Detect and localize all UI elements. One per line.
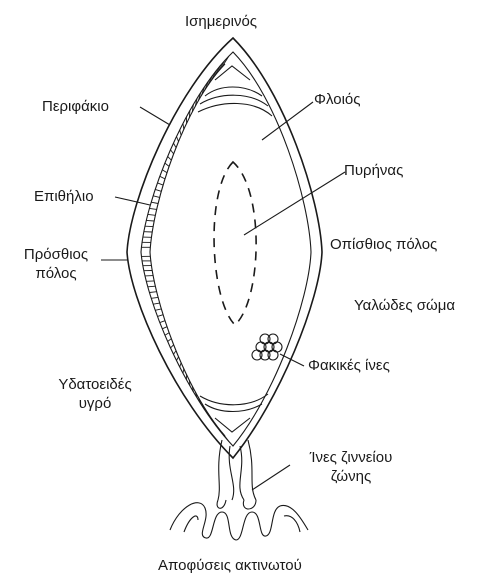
- epithelium-cell-tick: [155, 309, 161, 310]
- zonule-fibers: [217, 440, 256, 509]
- ciliary-processes: [170, 503, 308, 540]
- epithelium-cell-tick: [177, 357, 179, 361]
- label-zonule-line2: ζώνης: [286, 467, 416, 486]
- epithelium-cell-tick: [171, 345, 174, 348]
- label-cortex: Φλοιός: [314, 90, 361, 109]
- label-aqueous-line2: υγρό: [40, 394, 150, 413]
- epithelium-cell-tick: [160, 176, 165, 179]
- label-vitreous: Υαλώδες σώμα: [354, 296, 455, 315]
- leader-capsule: [140, 107, 170, 125]
- epithelium-cell-tick: [158, 183, 164, 185]
- leader-nucleus: [244, 172, 345, 235]
- label-anterior-pole: Πρόσθιος πόλος: [8, 245, 104, 283]
- epithelium-cell-tick: [160, 321, 165, 323]
- epithelium-cell-tick: [189, 111, 190, 118]
- epithelium-cell-tick: [180, 130, 181, 135]
- epithelium-cell-tick: [183, 123, 184, 129]
- epithelium-cell-tick: [153, 196, 159, 198]
- epithelium-cell-tick: [183, 369, 184, 374]
- epithelium-cell-tick: [155, 189, 161, 191]
- lens-capsule-outer: [127, 38, 322, 458]
- epithelium-cell-tick: [148, 286, 156, 287]
- epithelium-cell-tick: [165, 163, 169, 166]
- epithelium-cell-tick: [146, 220, 154, 221]
- epithelium-cell-tick: [162, 327, 167, 329]
- cortex-arcs-bottom: [200, 394, 268, 432]
- epithelium-cell-tick: [168, 156, 172, 160]
- label-epithelium: Επιθήλιο: [34, 187, 94, 206]
- leader-epithelium: [115, 197, 150, 205]
- label-anterior-pole-line1: Πρόσθιος: [8, 245, 104, 264]
- label-ciliary-processes: Αποφύσεις ακτινωτού: [158, 556, 302, 575]
- epithelium-cell-tick: [180, 363, 181, 367]
- lens-capsule-inner: [141, 52, 311, 446]
- epithelium-cell-tick: [189, 380, 190, 385]
- epithelium-cell-tick: [174, 351, 177, 355]
- epithelium-cell-tick: [171, 150, 174, 154]
- leader-zonule: [252, 465, 290, 490]
- epithelium-cell-tick: [149, 208, 156, 209]
- label-equator: Ισημερινός: [185, 12, 257, 31]
- epithelium-cell-tick: [153, 303, 159, 304]
- epithelium-cell-tick: [148, 214, 156, 215]
- label-lens-fibers: Φακικές ίνες: [308, 356, 390, 375]
- label-anterior-pole-line2: πόλος: [8, 264, 104, 283]
- label-capsule: Περιφάκιο: [42, 97, 109, 116]
- label-aqueous: Υδατοειδές υγρό: [40, 375, 150, 413]
- label-posterior-pole: Οπίσθιος πόλος: [330, 235, 437, 254]
- epithelium-cells: [141, 56, 228, 441]
- epithelium-cell-tick: [151, 202, 158, 203]
- lens-fibers-cluster: [252, 334, 282, 360]
- epithelium-cell-tick: [168, 339, 172, 342]
- epithelium-cell-tick: [177, 137, 179, 142]
- epithelium-cell-tick: [149, 292, 156, 293]
- epithelium-cell-tick: [165, 333, 169, 336]
- leader-cortex: [262, 102, 313, 140]
- label-zonule-line1: Ίνες ζιννείου: [286, 448, 416, 467]
- epithelium-cell-tick: [158, 315, 164, 317]
- epithelium-cell-tick: [222, 432, 229, 442]
- nucleus-outline: [214, 162, 256, 325]
- epithelium-cell-tick: [174, 143, 177, 148]
- epithelium-cell-tick: [151, 297, 158, 298]
- label-aqueous-line1: Υδατοειδές: [40, 375, 150, 394]
- label-nucleus: Πυρήνας: [344, 161, 403, 180]
- epithelium-cell-tick: [222, 56, 229, 68]
- leader-lines: [101, 102, 345, 490]
- epithelium-cell-tick: [162, 170, 167, 173]
- label-zonule: Ίνες ζιννείου ζώνης: [286, 448, 416, 486]
